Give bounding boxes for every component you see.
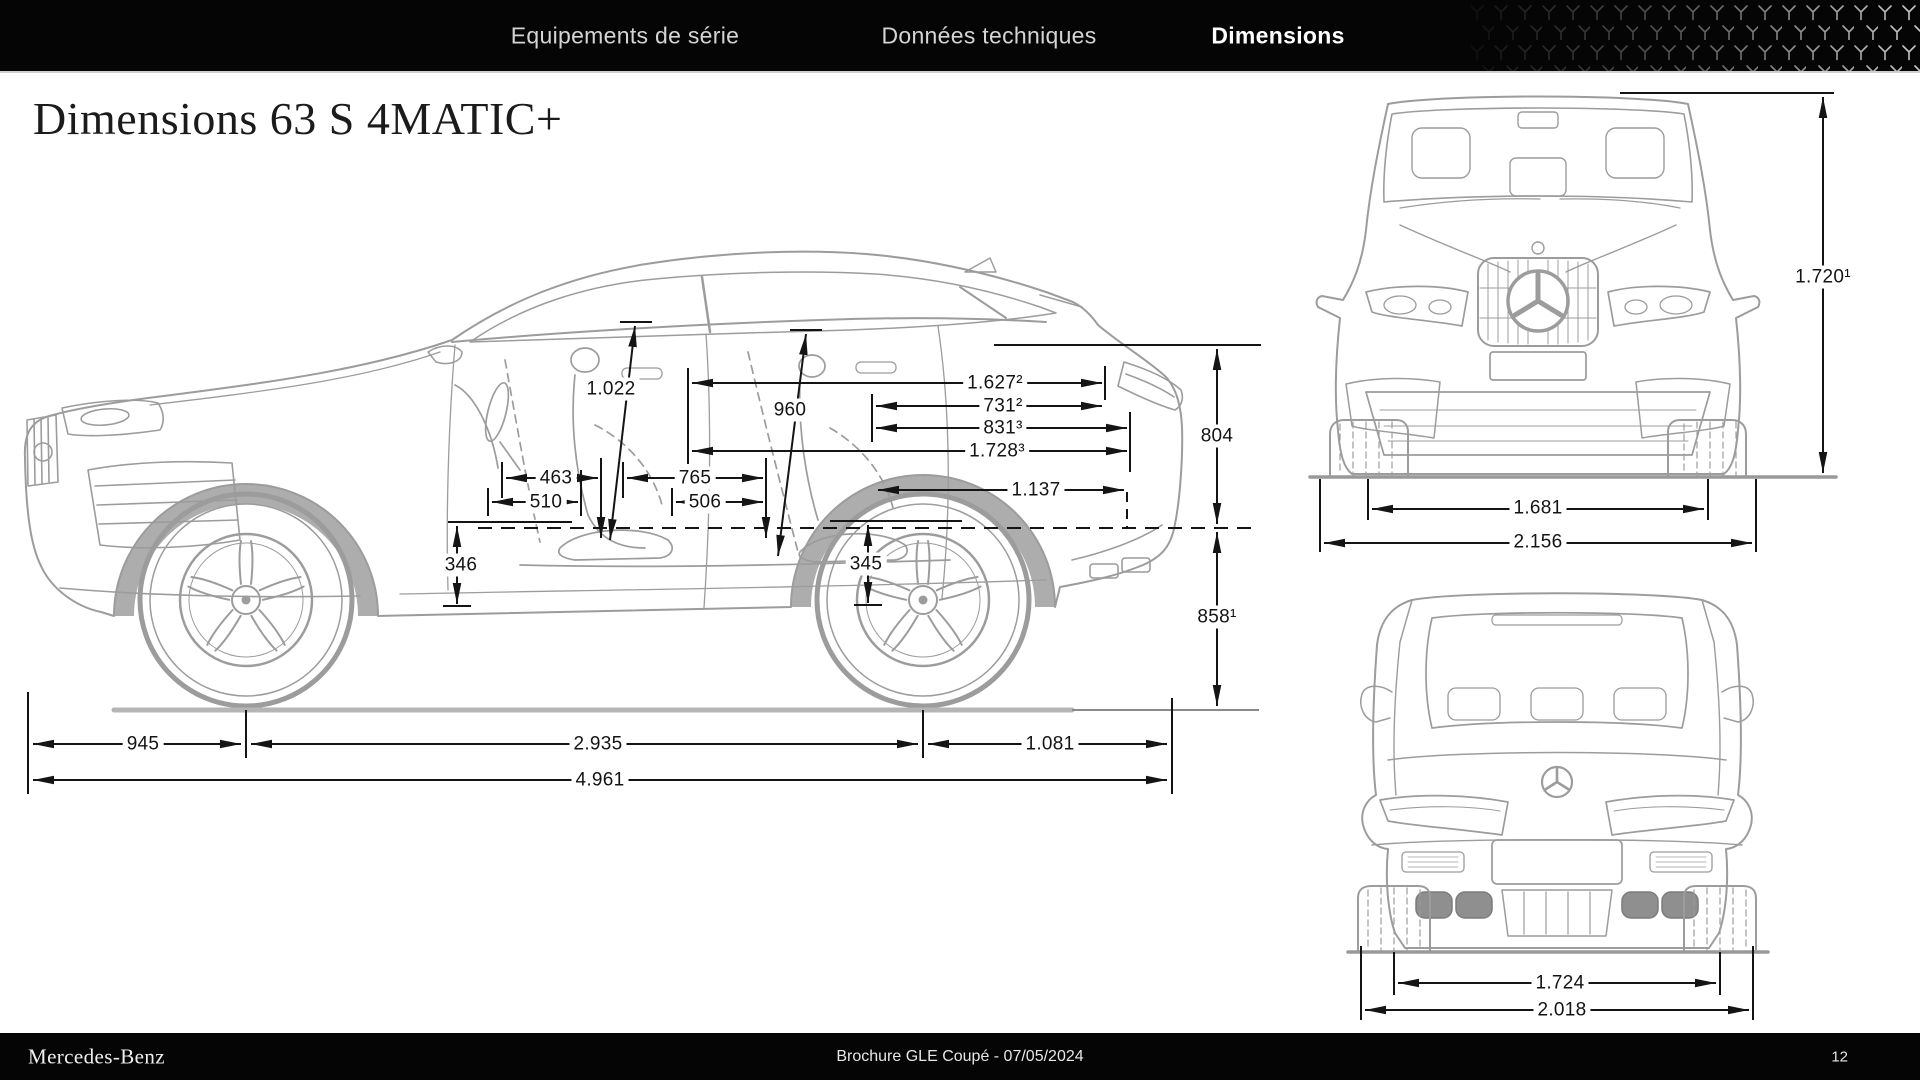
dim-label-1724: 1.724	[1531, 971, 1589, 995]
dim-label-1081: 1.081	[1021, 732, 1079, 756]
dim-label-804: 804	[1196, 424, 1238, 448]
front-view-drawing	[1308, 95, 1838, 479]
front-view-tires	[1329, 419, 1747, 478]
dim-label-2156: 2.156	[1509, 530, 1567, 554]
interior-sketch	[454, 347, 951, 568]
rear-view-drawing	[1346, 592, 1770, 954]
rear-wheel	[814, 491, 1032, 709]
rear-license-plate	[1491, 839, 1623, 885]
front-fascia	[26, 399, 361, 598]
dim-label-831: 831³	[979, 416, 1027, 440]
page-number: 12	[1831, 1048, 1848, 1065]
dim-label-463: 463	[535, 466, 577, 490]
rear-star-icon	[1540, 765, 1574, 799]
rear-view-tires	[1357, 885, 1757, 953]
dim-label-1728: 1.728³	[965, 439, 1029, 463]
dim-label-506: 506	[684, 490, 726, 514]
dim-label-1627: 1.627²	[963, 371, 1027, 395]
document-reference: Brochure GLE Coupé - 07/05/2024	[836, 1047, 1084, 1065]
dim-label-345: 345	[845, 552, 887, 576]
rear-fascia	[1039, 294, 1184, 579]
page-title: Dimensions 63 S 4MATIC+	[33, 93, 563, 144]
mercedes-star-icon	[1506, 269, 1570, 333]
dim-label-1022: 1.022	[582, 377, 640, 401]
dim-label-1137: 1.137	[1007, 478, 1065, 502]
dim-label-960: 960	[769, 398, 811, 422]
dim-label-510: 510	[525, 490, 567, 514]
dim-label-731: 731²	[979, 394, 1027, 418]
dim-label-1720: 1.720¹	[1791, 265, 1855, 289]
dim-label-1681: 1.681	[1509, 496, 1567, 520]
mercedes-star-pattern-icon	[1470, 0, 1920, 71]
front-view-dimension-lines	[1319, 92, 1834, 552]
dim-label-945: 945	[122, 732, 164, 756]
dim-label-346: 346	[440, 553, 482, 577]
tab-equipements[interactable]: Equipements de série	[510, 22, 740, 49]
front-license-plate	[1489, 351, 1587, 381]
top-nav: Equipements de série Données techniques …	[0, 0, 1920, 73]
tab-dimensions[interactable]: Dimensions	[1211, 22, 1345, 49]
dim-label-858: 858¹	[1193, 605, 1241, 629]
footer-bar: Mercedes-Benz Brochure GLE Coupé - 07/05…	[0, 1033, 1920, 1080]
front-wheel	[137, 491, 355, 709]
tab-donnees-techniques[interactable]: Données techniques	[881, 22, 1097, 49]
dim-label-4961: 4.961	[571, 768, 629, 792]
brand-wordmark: Mercedes-Benz	[28, 1044, 165, 1068]
dim-label-2935: 2.935	[569, 732, 627, 756]
exhaust-tips	[1415, 891, 1699, 919]
dim-label-2018: 2.018	[1533, 998, 1591, 1022]
front-grille	[1477, 257, 1599, 347]
dim-label-765: 765	[674, 466, 716, 490]
side-view-drawing	[23, 250, 1184, 713]
